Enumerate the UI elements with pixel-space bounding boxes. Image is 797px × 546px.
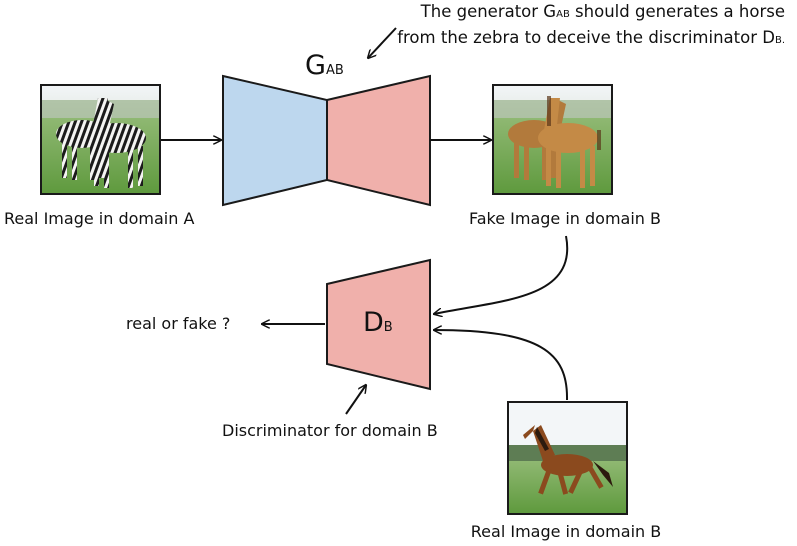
caption-fake-image-domain-b: Fake Image in domain B	[468, 209, 662, 228]
discriminator-letter: D	[363, 307, 384, 338]
discriminator-subscript: B	[383, 320, 393, 335]
annotation-line-2-pre: from the zebra to deceive the discrimina…	[397, 28, 775, 47]
annotation-line-1-pre: The generator G	[420, 2, 557, 21]
annotation-line-2: from the zebra to deceive the discrimina…	[397, 26, 785, 52]
generator-label: GAB	[305, 50, 344, 81]
horse-picture	[509, 403, 626, 513]
caption-real-image-domain-b: Real Image in domain B	[470, 522, 662, 541]
annotation-text: The generator GAB should generates a hor…	[397, 0, 785, 52]
real-image-domain-b	[507, 401, 628, 515]
arrow-real-b-to-discriminator	[434, 330, 569, 401]
fake-horses-picture	[494, 86, 611, 193]
zebras-picture	[42, 86, 159, 193]
arrow-discriminator-pointer	[345, 385, 366, 415]
annotation-line-2-sub: B.	[774, 35, 785, 46]
annotation-line-1: The generator GAB should generates a hor…	[397, 0, 785, 26]
generator-decoder	[326, 74, 431, 207]
generator-encoder	[222, 74, 328, 207]
caption-real-image-domain-a: Real Image in domain A	[4, 209, 195, 228]
arrow-fake-b-to-discriminator	[434, 235, 569, 314]
annotation-line-1-post: should generates a horse	[569, 2, 785, 21]
annotation-line-1-sub: AB	[556, 9, 570, 20]
generator-subscript: AB	[325, 63, 344, 78]
discriminator-shape	[326, 258, 431, 391]
generator-letter: G	[305, 50, 326, 81]
caption-discriminator: Discriminator for domain B	[222, 421, 438, 440]
fake-image-domain-b	[492, 84, 613, 195]
arrow-annotation-pointer	[368, 27, 397, 58]
discriminator-label: DB	[363, 307, 393, 338]
real-image-domain-a	[40, 84, 161, 195]
output-label: real or fake ?	[126, 314, 231, 333]
